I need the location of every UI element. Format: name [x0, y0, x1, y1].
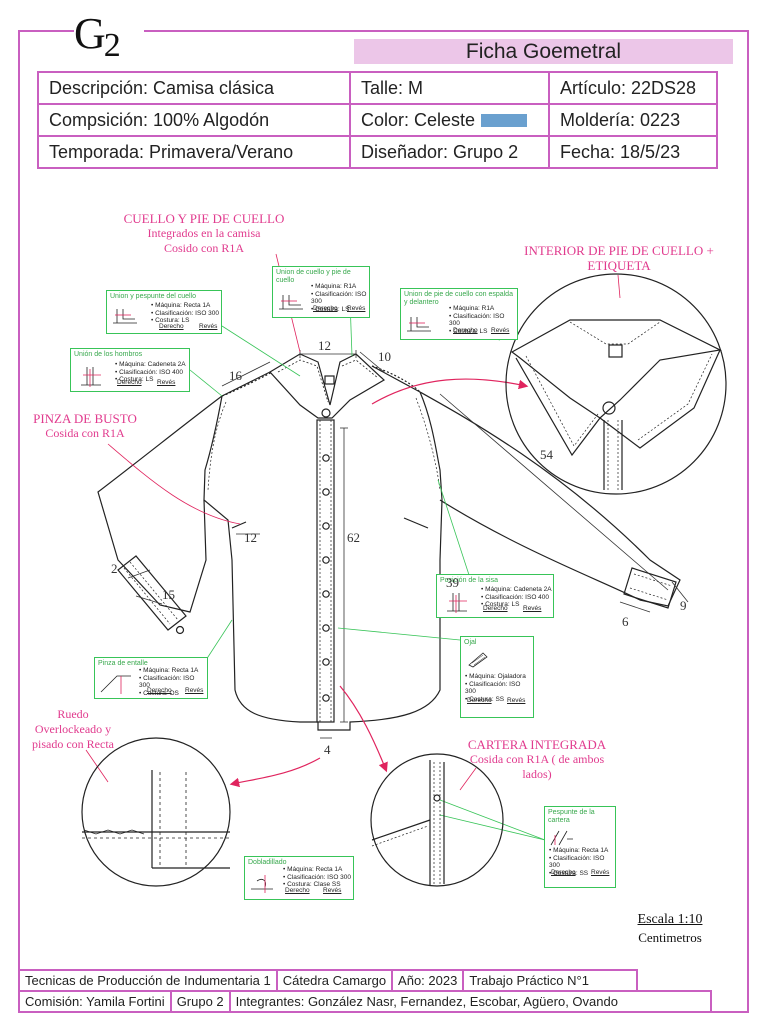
measure-lines [127, 350, 689, 739]
footer-row-1: Tecnicas de Producción de Indumentaria 1… [18, 969, 639, 992]
stitch-icon [407, 317, 431, 332]
stitch-icon [550, 830, 573, 846]
annotation-interior-pie: INTERIOR DE PIE DE CUELLO + ETIQUETA [524, 243, 714, 273]
measure-armhole-39: 39 [446, 575, 459, 590]
callout-ojal: Ojal • Máquina: Ojaladora• Clasificación… [460, 636, 534, 718]
annotation-cartera: CARTERA INTEGRADA Cosida con R1A ( de am… [467, 737, 607, 781]
measure-cuff-2: 2 [111, 561, 118, 576]
collar-stitch [277, 359, 379, 403]
annotation-ruedo: Ruedo Overlockeado y pisado con Recta [32, 707, 114, 751]
shoulder-seam-left [221, 371, 273, 397]
callout-dobladillado: Dobladillado • Máquina: Recta 1A• Clasif… [244, 856, 354, 900]
measure-collar-10: 10 [378, 349, 391, 364]
shirt-drawing [97, 353, 681, 731]
footer-anio: Año: 2023 [391, 969, 465, 992]
callout-posicion-sisa: Posición de la sisa • Máquina: Cadeneta … [436, 574, 554, 618]
shirt-body-outline [203, 365, 443, 731]
page-frame [18, 30, 749, 1013]
measure-shoulder-16: 16 [229, 368, 242, 383]
footer-grupo: Grupo 2 [169, 990, 231, 1013]
stitch-icon [113, 309, 137, 324]
shoulder-seam-right [371, 365, 421, 393]
annotation-pinza-busto: PINZA DE BUSTO Cosida con R1A [33, 411, 137, 440]
articulo-cell: Artículo: 22DS28 [548, 71, 718, 105]
page-title: Ficha Goemetral [354, 39, 733, 64]
measure-placket-4: 4 [324, 742, 331, 757]
detail-cartera [370, 753, 504, 887]
measure-cuff-9: 9 [680, 598, 687, 613]
measure-sleeve-54: 54 [540, 447, 553, 462]
detail-interior-collar [505, 273, 727, 495]
placket [316, 419, 335, 723]
fecha-cell: Fecha: 18/5/23 [548, 135, 718, 169]
callout-pinza-entalle: Pinza de entalle • Máquina: Recta 1A• Cl… [94, 657, 208, 699]
footer-materia: Tecnicas de Producción de Indumentaria 1 [18, 969, 278, 992]
color-cell: Color: Celeste [349, 103, 550, 137]
callout-pespunte-cartera: Pespunte de la cartera • Máquina: Recta … [544, 806, 616, 888]
annotation-cuello: CUELLO Y PIE DE CUELLO Integrados en la … [123, 211, 285, 255]
measure-cuff-6: 6 [622, 614, 629, 629]
footer-integrantes: Integrantes: González Nasr, Fernandez, E… [228, 990, 712, 1013]
footer-comision: Comisión: Yamila Fortini [18, 990, 172, 1013]
callout-union-hombros: Unión de los hombros • Máquina: Cadeneta… [70, 348, 190, 392]
temporada-cell: Temporada: Primavera/Verano [37, 135, 351, 169]
talle-cell: Talle: M [349, 71, 550, 105]
disenador-cell: Diseñador: Grupo 2 [349, 135, 550, 169]
annotation-leaders [85, 253, 621, 791]
collar-label [324, 375, 335, 385]
buttonhole-icon [468, 652, 488, 668]
right-cuff [623, 567, 677, 609]
footer-catedra: Cátedra Camargo [275, 969, 394, 992]
measure-cuff-15: 15 [162, 587, 175, 602]
descripcion-cell: Descripción: Camisa clásica [37, 71, 351, 105]
collar-button [321, 408, 331, 418]
molderia-cell: Moldería: 0223 [548, 103, 718, 137]
placket-buttons [322, 454, 330, 702]
measure-bust-12: 12 [244, 530, 257, 545]
footer-row-2: Comisión: Yamila Fortini Grupo 2 Integra… [18, 990, 712, 1013]
color-label: Color: Celeste [361, 109, 476, 130]
callout-union-pie: Union de pie de cuello con espalda y del… [400, 288, 518, 340]
logo: G2 [74, 12, 144, 64]
chain-stitch-icon [447, 593, 467, 613]
left-cuff [117, 555, 187, 631]
chain-stitch-icon [81, 367, 101, 387]
dart-stitch-icon [100, 675, 131, 694]
left-sleeve [97, 395, 223, 613]
composicion-cell: Compsición: 100% Algodón [37, 103, 351, 137]
color-swatch [481, 113, 528, 127]
info-table: Descripción: Camisa clásica Talle: M Art… [37, 71, 718, 169]
hem-stitch-icon [251, 875, 273, 893]
scale-note: Escala 1:10 Centimetros [637, 912, 703, 945]
callout-union-cuello: Union de cuello y pie de cuello • Máquin… [272, 266, 370, 318]
detail-hem [81, 737, 231, 887]
collar [269, 353, 385, 419]
footer-trabajo: Trabajo Práctico N°1 [462, 969, 639, 992]
callout-union-pespunte: Union y pespunte del cuello • Máquina: R… [106, 290, 222, 334]
detail-arrows [229, 378, 529, 788]
stitch-icon [279, 295, 303, 310]
right-sleeve [419, 391, 681, 607]
measure-collar-12: 12 [318, 338, 331, 353]
measure-length-62: 62 [347, 530, 360, 545]
